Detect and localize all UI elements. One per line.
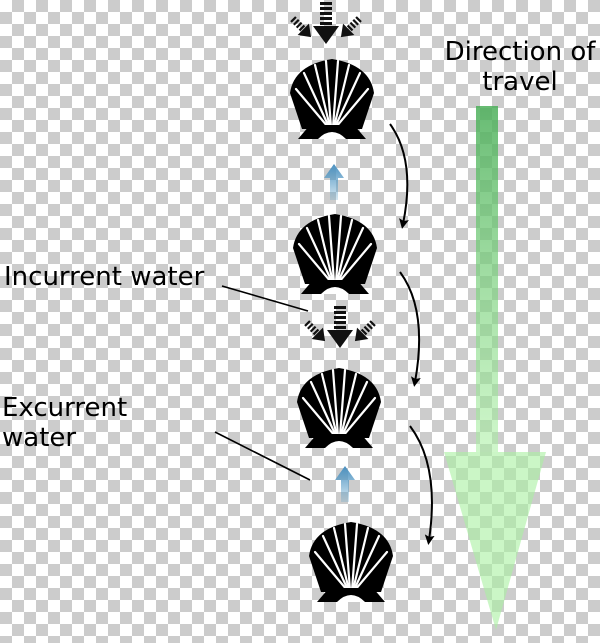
direction-of-travel-label: Direction of travel	[430, 37, 600, 97]
excurrent-water-arrow-icon	[335, 466, 355, 502]
excurrent-water-line1: Excurrent	[2, 393, 128, 423]
curved-motion-arrow-icon	[389, 123, 435, 545]
direction-of-travel-line2: travel	[482, 67, 558, 97]
incurrent-water-arrows-icon	[301, 306, 379, 348]
scallop-shell-icon	[307, 520, 395, 604]
excurrent-water-line2: water	[2, 423, 77, 453]
incurrent-water-label: Incurrent water	[4, 262, 205, 292]
excurrent-water-label: Excurrent water	[2, 393, 127, 453]
direction-of-travel-arrow-icon	[444, 106, 546, 630]
excurrent-water-arrow-icon	[324, 164, 344, 200]
direction-of-travel-line1: Direction of	[444, 37, 596, 67]
incurrent-water-arrows-icon	[287, 2, 365, 44]
scallop-shell-icon	[291, 212, 379, 296]
scallop-shell-icon	[288, 57, 376, 141]
label-leader-lines	[214, 285, 311, 481]
scallop-shell-icon	[295, 366, 383, 450]
